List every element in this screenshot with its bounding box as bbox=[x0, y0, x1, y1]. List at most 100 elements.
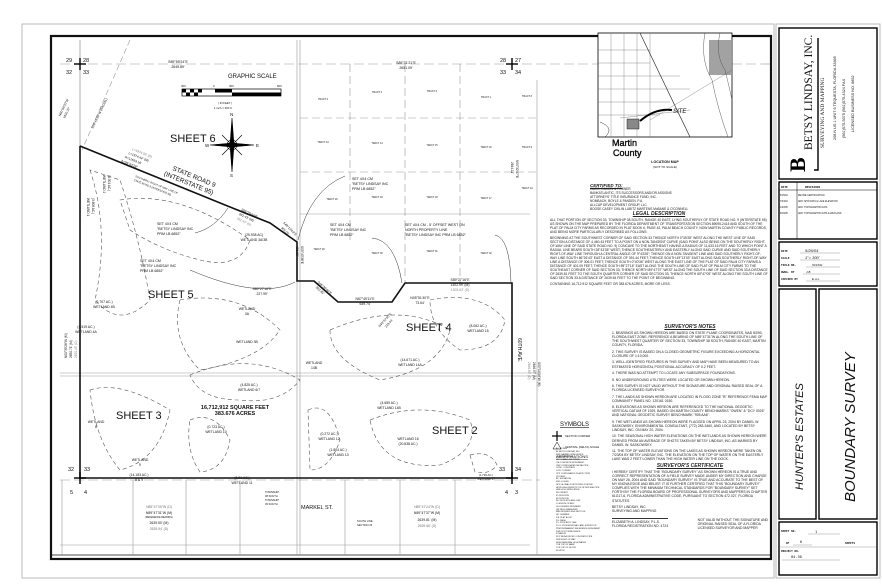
site-arrow-icon bbox=[639, 108, 673, 122]
curve-data: Δ=09°43'28" bbox=[120, 159, 138, 169]
sheet-5-label: SHEET 5 bbox=[148, 289, 194, 301]
curve-data: R=11633.16' bbox=[124, 155, 142, 166]
revision-date: 6/15/04 bbox=[780, 195, 788, 197]
abbreviation-item: CERT. CERTIFIED bbox=[556, 456, 574, 459]
abbreviation-item: HWF HOG WIRE FENCE bbox=[556, 489, 580, 492]
monument-note: "BETSY LINDSAY INC bbox=[352, 182, 389, 186]
abbreviation-item: LB LICENSED BUSINESS bbox=[556, 505, 581, 508]
monument-note: SET 4X4 CM - 5' OFFSET WEST ON bbox=[405, 223, 465, 227]
bearing-label: N89°47'37"W (M) bbox=[414, 511, 440, 515]
wetland-name: 3A bbox=[245, 312, 250, 316]
abbreviation-item: IRC IRON ROD AND CAP bbox=[556, 500, 581, 503]
wetland-area: WETLAND bbox=[239, 307, 256, 311]
project-number: 04-30 bbox=[791, 555, 802, 559]
tract-label: TRACT 17 bbox=[480, 197, 492, 200]
wetland-name: WETLAND 12 bbox=[318, 437, 339, 441]
legal-description-text: ALL THAT PORTION OF SECTION 33, TOWNSHIP… bbox=[550, 218, 767, 235]
county-label: County bbox=[613, 148, 642, 158]
scale-tick: 0 bbox=[213, 84, 215, 88]
monument-note: PRM LB 6852" bbox=[330, 233, 354, 237]
title-block bbox=[775, 23, 881, 579]
wetland-name: WETLAND 1 bbox=[86, 198, 90, 216]
bearing-label: 1810.37' bbox=[62, 106, 71, 119]
curve-data: L=1974.44' (M) bbox=[128, 151, 149, 163]
legal-description-area: CONTAINING 16,712,912 SQUARE FEET OR 383… bbox=[550, 282, 671, 287]
wetland-area: (14.183 AC.) bbox=[129, 473, 148, 477]
wetland-name: WETLAND 4B bbox=[93, 305, 115, 309]
drawn-by-label: DWNG. BY bbox=[781, 270, 795, 274]
west-label: W bbox=[205, 143, 210, 148]
wetland-name: WETLAND 17 bbox=[477, 477, 495, 481]
bearing-label: 1302.99' (M) bbox=[451, 283, 470, 287]
survey-note: 11. THE TOP OF WATER ELEVATIONS ON THE L… bbox=[612, 449, 764, 462]
abbreviation-item: R RADIUS bbox=[556, 533, 566, 536]
abbreviation-item: CONC. CONCRETE bbox=[556, 467, 575, 470]
certified-heading: CERTIFIED TO: bbox=[590, 183, 623, 188]
date-label: DATE bbox=[781, 249, 788, 253]
symbols-heading: SYMBOLS bbox=[560, 422, 589, 428]
delta-triangle-icon bbox=[552, 441, 562, 450]
wetland-boundaries bbox=[89, 169, 506, 473]
wetland-name: WETLAND 13 bbox=[327, 453, 348, 457]
certificate-text: I HEREBY CERTIFY THAT THE "BOUNDARY SURV… bbox=[612, 469, 768, 503]
section-corner-icon bbox=[506, 58, 518, 70]
bearing-label: 2650.43' (D) bbox=[74, 341, 78, 358]
section-number: 3 bbox=[515, 490, 518, 496]
sheet-2-label: SHEET 2 bbox=[432, 425, 478, 437]
certified-to-block: CERTIFIED TO: WARD, DAMON & POSNER BANKA… bbox=[550, 183, 768, 288]
scale-tick: 600 bbox=[277, 84, 282, 88]
bearing-label: N05°51'40"E bbox=[410, 296, 430, 300]
company-logo: B bbox=[785, 38, 819, 172]
wetland-name: WETLAND 4A bbox=[75, 330, 97, 334]
abbreviation-item: P.L. PROPERTY LINE bbox=[556, 522, 577, 525]
date-value: 5/26/04 bbox=[805, 248, 819, 253]
wetland-area: (6.81 AC.) bbox=[234, 476, 249, 480]
bearing-label: 1303.63' (D) bbox=[451, 288, 470, 292]
survey-note: 6. THIS SURVEY IS NOT VALID WITHOUT THE … bbox=[612, 383, 763, 393]
abbreviation-item: TOB TOP OF BANK bbox=[556, 544, 575, 547]
township-label: 38 SOUTH bbox=[265, 494, 278, 498]
tract-label: TRACT 4 bbox=[318, 98, 329, 101]
south-line-label: SECTION 33 bbox=[357, 523, 373, 527]
street-name: MARKEL ST. bbox=[301, 505, 333, 511]
certificate-firm: BETSY LINDSAY, INC. bbox=[612, 505, 647, 510]
section-number: 33 bbox=[83, 70, 89, 76]
survey-note: 7. THE LANDS AS SHOWN HEREON ARE LOCATED… bbox=[612, 394, 768, 403]
abbreviation-item: BL BETSY LINDSAY, INC. bbox=[556, 450, 581, 453]
abbreviation-item: PWF POST WIRE FENCE bbox=[556, 530, 581, 533]
east-label: E bbox=[256, 143, 259, 148]
monument-note: SET 4X4 CM bbox=[157, 222, 178, 226]
abbreviation-item: CLF CHAIN LINK FENCE bbox=[556, 459, 580, 461]
wetland-area: (1.739 AC.) bbox=[479, 473, 493, 477]
abbreviation-item: HDPE HIGH DENSITY POLYETHYLENE PIPE bbox=[556, 486, 600, 489]
township-label: TOWNSHIP bbox=[265, 498, 279, 502]
bearing-label: N87°49'11"E bbox=[356, 297, 376, 301]
monument-note: "BETSY LINDSAY INC PRM LB 6852" bbox=[405, 233, 467, 237]
wetland-area: (4.659 AC.) bbox=[380, 401, 397, 405]
surveyors-certificate-heading: SURVEYOR'S CERTIFICATE bbox=[656, 462, 724, 469]
wetland-name: 14B bbox=[311, 366, 318, 370]
monument-note: PRM LB 6852" bbox=[157, 232, 181, 236]
abbreviation-item: PRM PERMANENT REFERENCE MONUMENT bbox=[556, 527, 601, 530]
bearing-label: 2646.60' (D) bbox=[527, 362, 531, 379]
abbreviation-item: CM CONCRETE MONUMENT bbox=[556, 461, 585, 464]
bearing-label: 306.00' bbox=[280, 226, 290, 236]
wetland-area: (25.938 AC) bbox=[245, 233, 263, 237]
county-label: Martin bbox=[612, 138, 637, 148]
survey-note: 3. WELL-IDENTIFIED FEATURES IN THIS SURV… bbox=[612, 360, 759, 369]
abbreviation-item: P.L.S. PROFESSIONAL LAND SURVEYOR bbox=[556, 525, 597, 527]
bearing-label: 2639.54' (D) bbox=[150, 527, 169, 531]
abbreviation-item: AC. ACRES bbox=[556, 448, 568, 450]
bearing-label: 223.41' bbox=[384, 318, 394, 329]
section-number: 34 bbox=[515, 70, 521, 76]
abbreviation-item: CMP CORRUGATED METAL PIPE bbox=[556, 464, 589, 467]
area-square-feet: 16,712,912 SQUARE FEET bbox=[201, 405, 270, 411]
bearing-label: S28°43'35"W (RADIAL) bbox=[90, 98, 108, 130]
total-sheets: 6 bbox=[800, 540, 802, 544]
wetland-area: WETLAND bbox=[306, 361, 323, 365]
wetland-area: (3.608 AC.) bbox=[91, 198, 95, 214]
abbreviation-item: L LENGTH OF ARC bbox=[556, 503, 575, 505]
surveyors-notes-heading: SURVEYOR'S NOTES bbox=[664, 324, 716, 330]
tract-label: TRACT 18 bbox=[426, 196, 438, 199]
monument-note: "BETSY LINDSAY INC bbox=[157, 227, 194, 231]
